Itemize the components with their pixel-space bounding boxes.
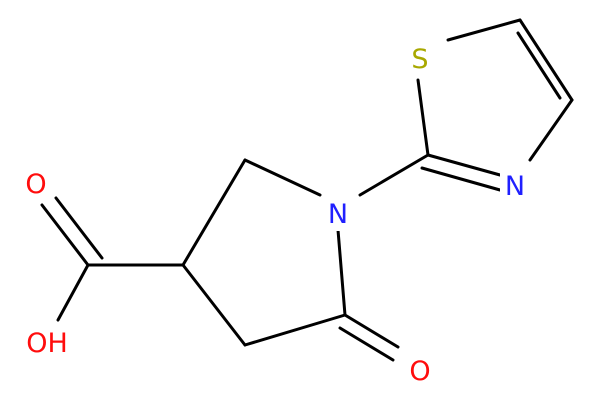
bond-n1-c2p: [243, 158, 322, 197]
bond-c4p-c5p: [243, 313, 347, 347]
bond-cooh-o-inner: [54, 196, 104, 260]
bond-c4-n3: [528, 98, 574, 162]
pyrrolidine-nitrogen-atom-label: N: [328, 199, 348, 230]
bond-n3-c2-inner: [420, 166, 502, 192]
sulfur-atom-label: S: [411, 44, 428, 75]
bond-c2-n1: [358, 153, 430, 197]
bond-cooh-oh: [56, 263, 90, 322]
pyrrolidine-n-label-bg: [323, 193, 353, 231]
carboxyl-oxygen-atom-label: O: [25, 169, 46, 200]
ketone-oxygen-atom-label: O: [409, 356, 430, 387]
bond-c3p-c4p: [181, 263, 247, 347]
ketone-o-label-bg: [404, 350, 436, 388]
atom-labels: S N N O OH O: [16, 38, 530, 388]
thiazole-nitrogen-atom-label: N: [505, 171, 525, 202]
bond-s-c5: [446, 18, 522, 42]
bond-n3-c2: [426, 153, 502, 177]
hydroxyl-atom-label: OH: [26, 328, 68, 359]
bond-c5-c4: [518, 18, 574, 102]
carboxyl-o-label-bg: [20, 163, 52, 201]
bond-c5p-o: [343, 313, 400, 349]
bond-c2-s: [416, 78, 430, 157]
sulfur-label-bg: [405, 38, 435, 76]
bond-c2p-c3p: [181, 158, 247, 267]
bond-c5p-n1: [336, 228, 347, 317]
thiazole-n-label-bg: [500, 165, 530, 203]
bonds: [40, 18, 574, 362]
bond-c5-c4-inner: [516, 31, 562, 100]
bond-cooh-o: [40, 203, 90, 267]
hydroxyl-label-bg: [16, 322, 78, 360]
bond-c5p-o-inner: [338, 326, 395, 362]
